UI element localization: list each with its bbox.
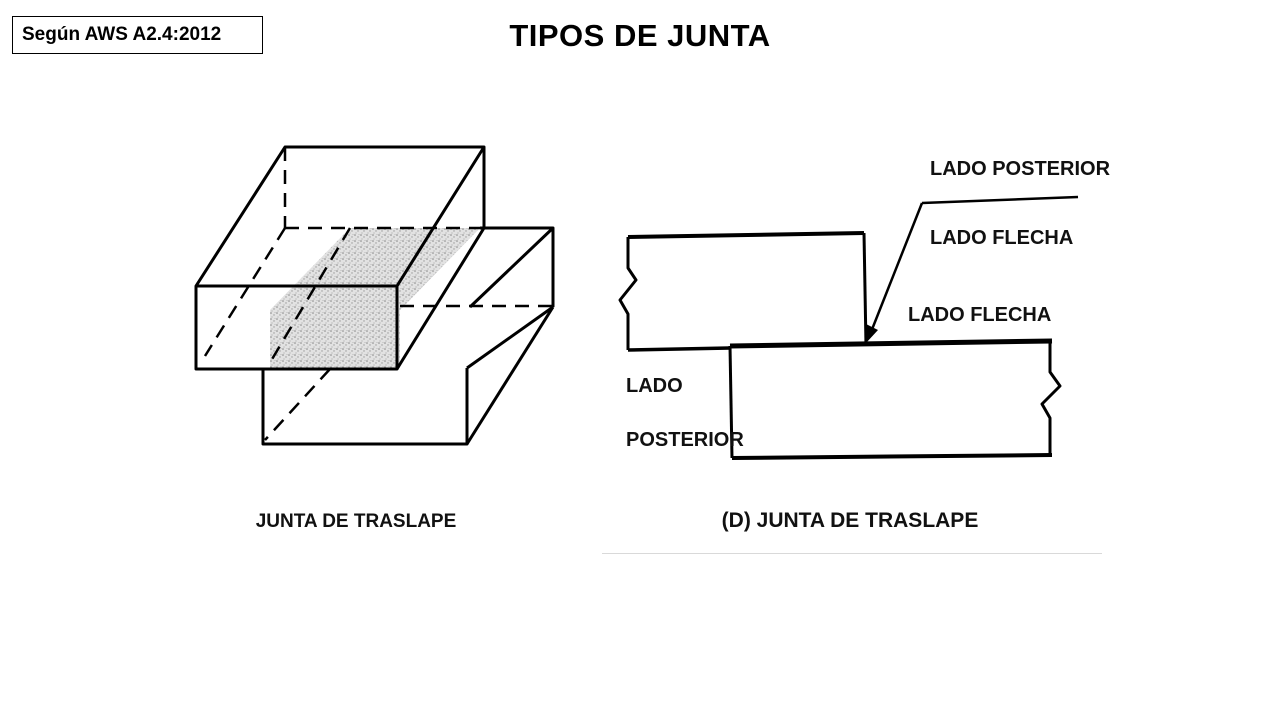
overlap-front-face	[270, 310, 400, 368]
label-bottom-back-side-line1: LADO	[626, 375, 683, 397]
section-lower-plate	[728, 338, 1062, 460]
right-figure-caption: (D) JUNTA DE TRASLAPE	[722, 509, 979, 532]
hidden-edges	[203, 147, 553, 441]
divider-line	[602, 553, 1102, 554]
label-top-arrow-side: LADO FLECHA	[930, 227, 1073, 249]
upper-plate	[194, 145, 486, 371]
arrow-head	[866, 324, 878, 343]
label-bottom-back-side-line2: POSTERIOR	[626, 429, 744, 451]
lower-plate	[261, 226, 555, 446]
label-middle-arrow-side: LADO FLECHA	[908, 304, 1051, 326]
section-lap-joint	[618, 195, 1079, 460]
section-upper-plate	[618, 231, 868, 352]
label-top-back-side: LADO POSTERIOR	[930, 158, 1111, 180]
standard-reference-box: Según AWS A2.4:2012	[12, 16, 263, 54]
isometric-lap-joint	[194, 145, 555, 446]
page-title: TIPOS DE JUNTA	[509, 18, 771, 53]
left-figure-caption: JUNTA DE TRASLAPE	[256, 511, 457, 532]
overlap-area	[270, 228, 480, 310]
standard-reference-label: Según AWS A2.4:2012	[22, 24, 222, 45]
arrow-leader	[866, 195, 1079, 343]
